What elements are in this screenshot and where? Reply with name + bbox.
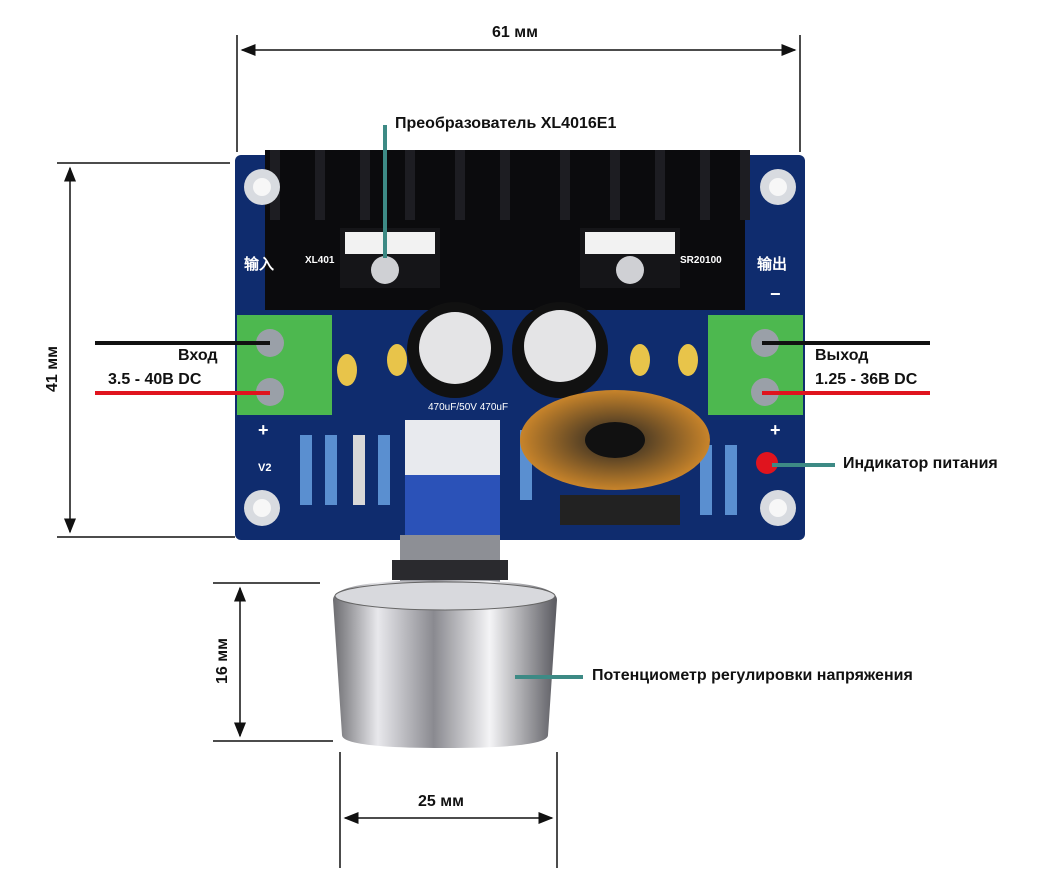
potentiometer-knob	[333, 535, 557, 748]
pot-width-label: 25 мм	[418, 793, 464, 810]
pot-height-label: 16 мм	[213, 638, 231, 684]
indicator-label: Индикатор питания	[843, 455, 998, 472]
board-output-cn: 输出	[757, 256, 788, 273]
board-input-cn: 输入	[244, 256, 275, 273]
output-range: 1.25 - 36В DC	[815, 371, 918, 388]
input-range: 3.5 - 40В DC	[108, 371, 202, 388]
width-label: 61 мм	[492, 24, 538, 41]
output-wires	[762, 341, 930, 395]
height-label: 41 мм	[43, 346, 61, 392]
input-wires	[95, 341, 270, 395]
board-minus-right: −	[770, 284, 781, 304]
pcb-board	[235, 150, 805, 540]
board-plus-left: +	[258, 420, 269, 440]
input-title: Вход	[178, 347, 218, 364]
potentiometer-label: Потенциометр регулировки напряжения	[592, 667, 913, 684]
pot-width-dimension	[339, 752, 558, 868]
board-diode-label: SR20100	[680, 255, 722, 266]
board-v2-label: V2	[258, 462, 272, 474]
board-caps-label: 470uF/50V 470uF	[428, 402, 509, 413]
converter-label: Преобразователь XL4016E1	[395, 115, 617, 132]
pot-height-dimension	[213, 582, 333, 742]
output-title: Выход	[815, 347, 869, 364]
board-chip-label: XL401	[305, 255, 335, 266]
board-plus-right: +	[770, 420, 781, 440]
height-dimension	[57, 162, 235, 538]
width-dimension	[236, 35, 801, 152]
